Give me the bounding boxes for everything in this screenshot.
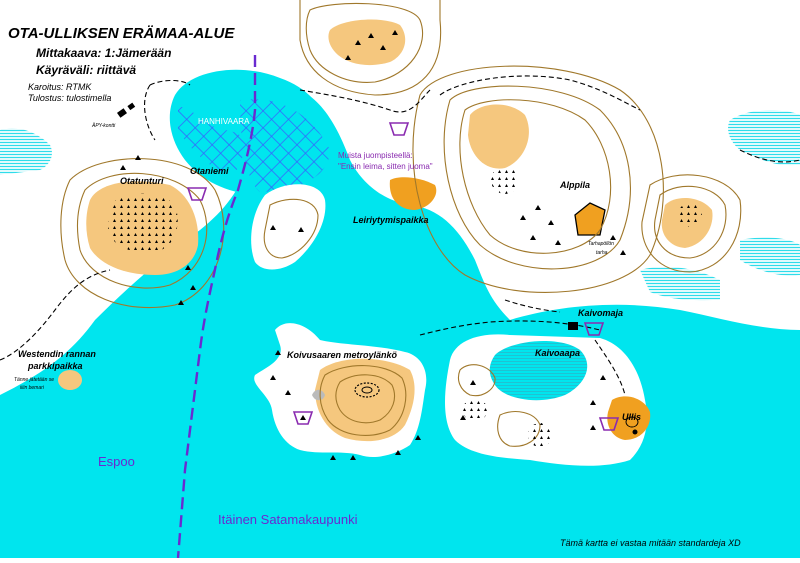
label-apy-kontti: ÄPY-kontti: [91, 122, 116, 129]
printing-label: Tulostus: tulostimella: [28, 93, 111, 103]
koivusaari-knoll: [354, 382, 380, 398]
boulder-symbols: [120, 30, 626, 460]
label-westend-2: parkkipaikka: [27, 361, 83, 371]
contours: [60, 0, 742, 447]
label-leiriytymispaikka: Leiriytymispaikka: [353, 215, 429, 225]
label-bemari-2: iiiin bemari: [20, 385, 45, 391]
label-ullis: Ullis: [622, 412, 641, 422]
scale-label: Mittakaava: 1:Jämerään: [36, 46, 171, 60]
label-alppila: Alppila: [559, 180, 590, 190]
label-otatunturi: Otatunturi: [120, 176, 164, 186]
stony-ground: [108, 166, 702, 447]
note-line1: Muista juompisteellä:: [338, 151, 413, 160]
label-otaniemi: Otaniemi: [190, 166, 229, 176]
label-espoo: Espoo: [98, 454, 135, 469]
label-bemari-1: Tänne jätetään se: [14, 377, 54, 383]
disclaimer: Tämä kartta ei vastaa mitään standardeja…: [560, 538, 741, 548]
label-hanhivaara: HANHIVAARA: [198, 117, 250, 126]
label-tarhapollon-1: Tarhapöllön: [588, 241, 614, 247]
trails: [0, 75, 800, 396]
label-tarhapollon-2: tarha: [596, 250, 608, 256]
apy-kontti-symbol: [117, 102, 136, 118]
label-koivusaari: Koivusaaren metroylänkö: [287, 350, 398, 360]
ullis-point: [632, 429, 638, 435]
label-kaivomaja: Kaivomaja: [578, 308, 623, 318]
map-title: OTA-ULLIKSEN ERÄMAA-ALUE: [8, 25, 235, 42]
note-line2: "Ensin leima, sitten juoma": [338, 162, 433, 171]
mapping-label: Karoitus: RTMK: [28, 82, 92, 92]
contour-interval-label: Käyräväli: riittävä: [36, 63, 136, 77]
label-itainen: Itäinen Satamakaupunki: [218, 512, 358, 527]
municipal-boundary: [176, 55, 257, 559]
drink-point-icon: [186, 122, 620, 431]
label-kaivoaapa: Kaivoaapa: [535, 348, 580, 358]
kaivomaja-building: [568, 322, 578, 330]
label-westend-1: Westendin rannan: [18, 349, 96, 359]
